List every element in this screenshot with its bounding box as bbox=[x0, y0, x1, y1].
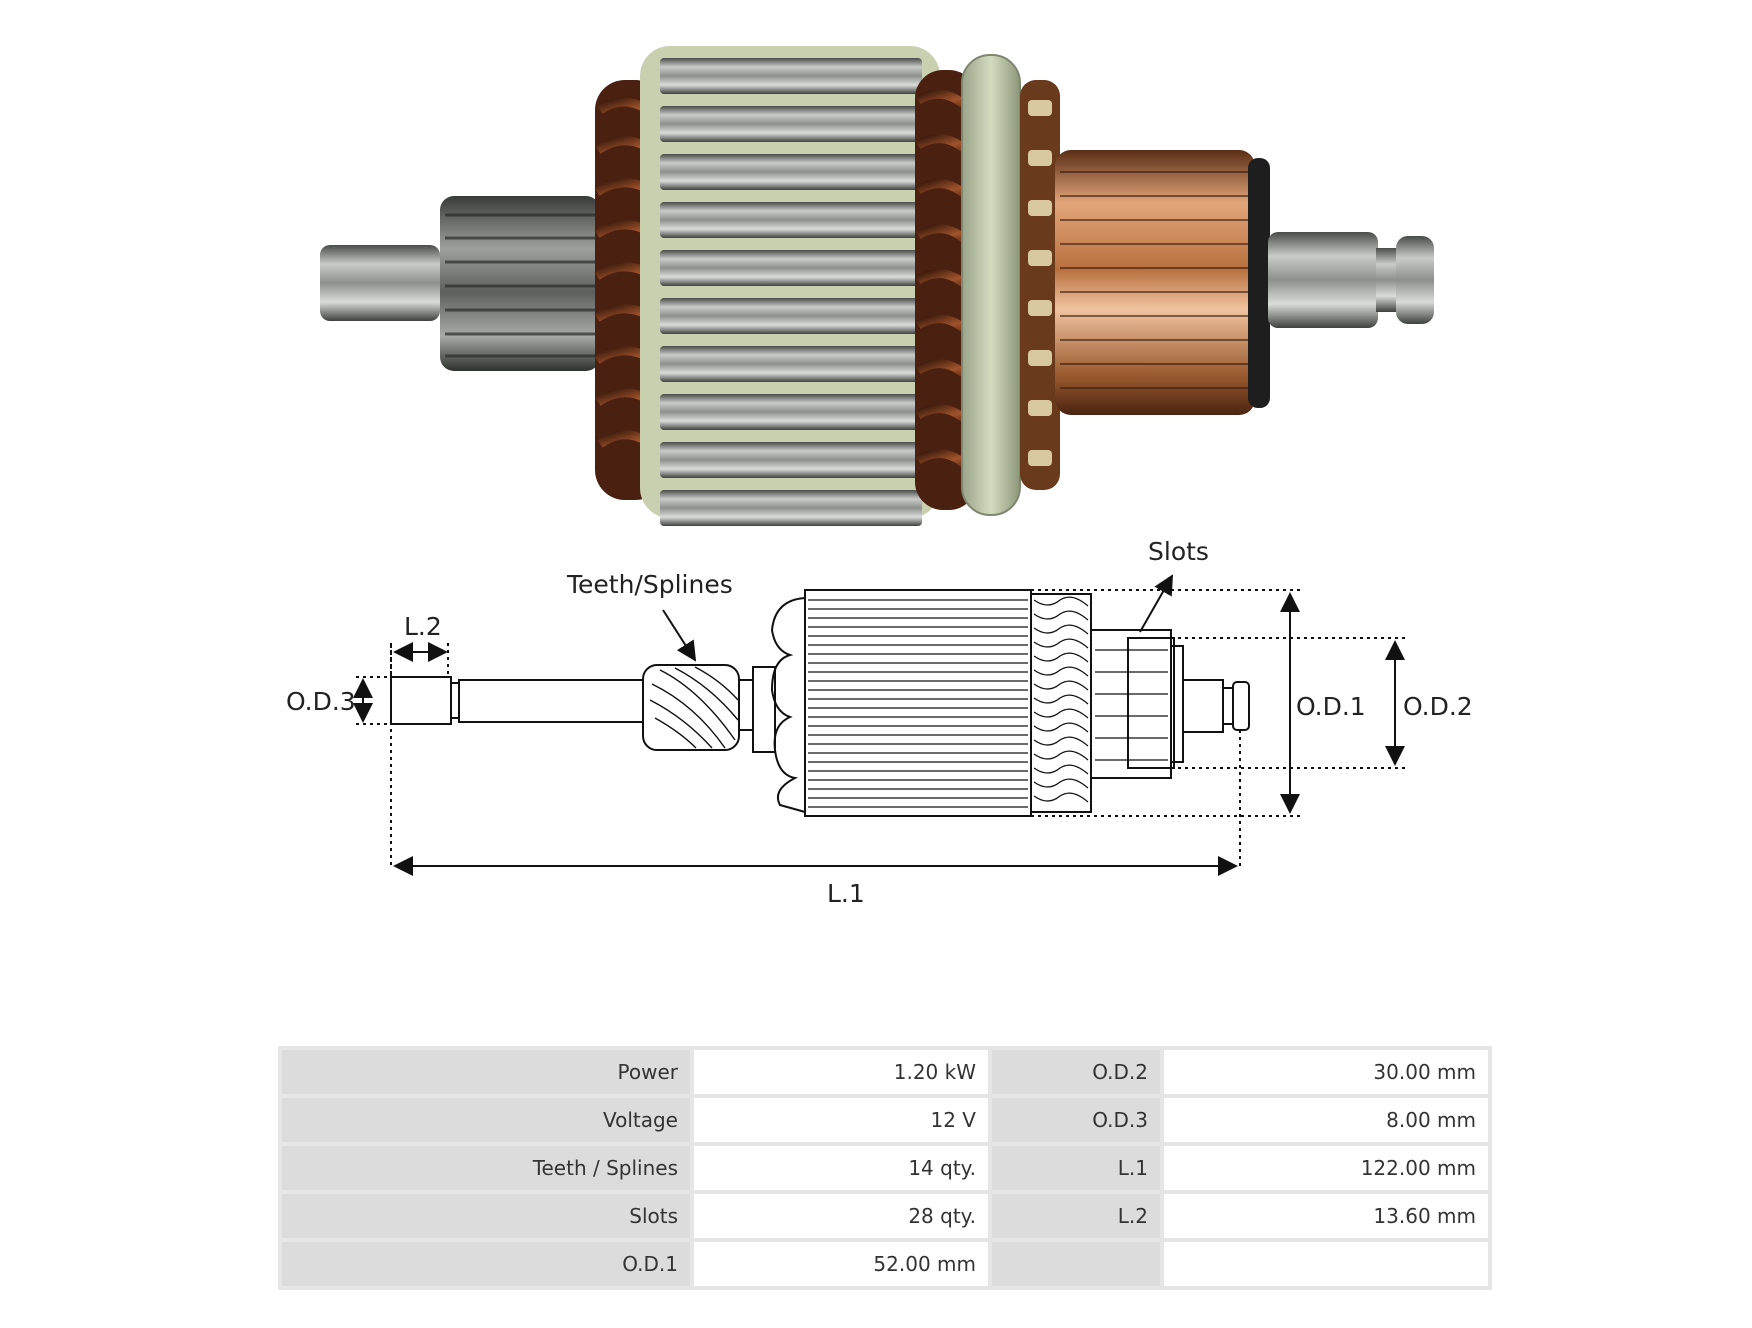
commutator-risers bbox=[1020, 80, 1060, 490]
dimension-drawing: Teeth/Splines Slots L.2 O.D.3 O.D.1 O.D.… bbox=[286, 537, 1473, 908]
spec-value: 52.00 mm bbox=[694, 1242, 988, 1286]
spec-value: 28 qty. bbox=[694, 1194, 988, 1238]
spec-label: L.2 bbox=[992, 1194, 1160, 1238]
table-row: Teeth / Splines 14 qty. L.1 122.00 mm bbox=[282, 1146, 1488, 1190]
spec-value: 8.00 mm bbox=[1164, 1098, 1488, 1142]
table-row: Power 1.20 kW O.D.2 30.00 mm bbox=[282, 1050, 1488, 1094]
spec-value bbox=[1164, 1242, 1488, 1286]
shaft-right bbox=[1268, 232, 1434, 328]
spec-label: Teeth / Splines bbox=[282, 1146, 690, 1190]
commutator bbox=[1055, 150, 1270, 415]
drawing-shaft bbox=[458, 679, 644, 723]
drawing-commutator bbox=[1090, 629, 1172, 779]
spec-label: L.1 bbox=[992, 1146, 1160, 1190]
table-row: Slots 28 qty. L.2 13.60 mm bbox=[282, 1194, 1488, 1238]
spec-value: 12 V bbox=[694, 1098, 988, 1142]
spec-label bbox=[992, 1242, 1160, 1286]
od2-label: O.D.2 bbox=[1403, 692, 1473, 721]
drawing-core bbox=[804, 589, 1032, 817]
slots-leader bbox=[1139, 574, 1173, 633]
spec-label: O.D.2 bbox=[992, 1050, 1160, 1094]
l2-label: L.2 bbox=[404, 612, 442, 641]
laminated-core bbox=[640, 46, 940, 526]
spec-label: Voltage bbox=[282, 1098, 690, 1142]
spec-label: Slots bbox=[282, 1194, 690, 1238]
specifications-table: Power 1.20 kW O.D.2 30.00 mm Voltage 12 … bbox=[278, 1046, 1492, 1290]
drawing-left-windings bbox=[770, 597, 806, 813]
drawing-shaft-end bbox=[390, 676, 452, 725]
spec-label: O.D.1 bbox=[282, 1242, 690, 1286]
teeth-splines-label: Teeth/Splines bbox=[566, 570, 733, 599]
od1-label: O.D.1 bbox=[1296, 692, 1366, 721]
table-row: Voltage 12 V O.D.3 8.00 mm bbox=[282, 1098, 1488, 1142]
od3-label: O.D.3 bbox=[286, 687, 356, 716]
spec-value: 30.00 mm bbox=[1164, 1050, 1488, 1094]
table-row: O.D.1 52.00 mm bbox=[282, 1242, 1488, 1286]
drawing-right-windings bbox=[1030, 593, 1092, 813]
spec-value: 1.20 kW bbox=[694, 1050, 988, 1094]
shaft-left bbox=[320, 245, 440, 321]
spec-label: O.D.3 bbox=[992, 1098, 1160, 1142]
slots-label: Slots bbox=[1148, 537, 1209, 566]
pinion-gear bbox=[440, 196, 600, 371]
spec-value: 14 qty. bbox=[694, 1146, 988, 1190]
spec-label: Power bbox=[282, 1050, 690, 1094]
spec-value: 13.60 mm bbox=[1164, 1194, 1488, 1238]
spec-value: 122.00 mm bbox=[1164, 1146, 1488, 1190]
armature-photo bbox=[320, 46, 1434, 526]
teeth-leader bbox=[662, 609, 697, 662]
l1-label: L.1 bbox=[827, 879, 865, 908]
